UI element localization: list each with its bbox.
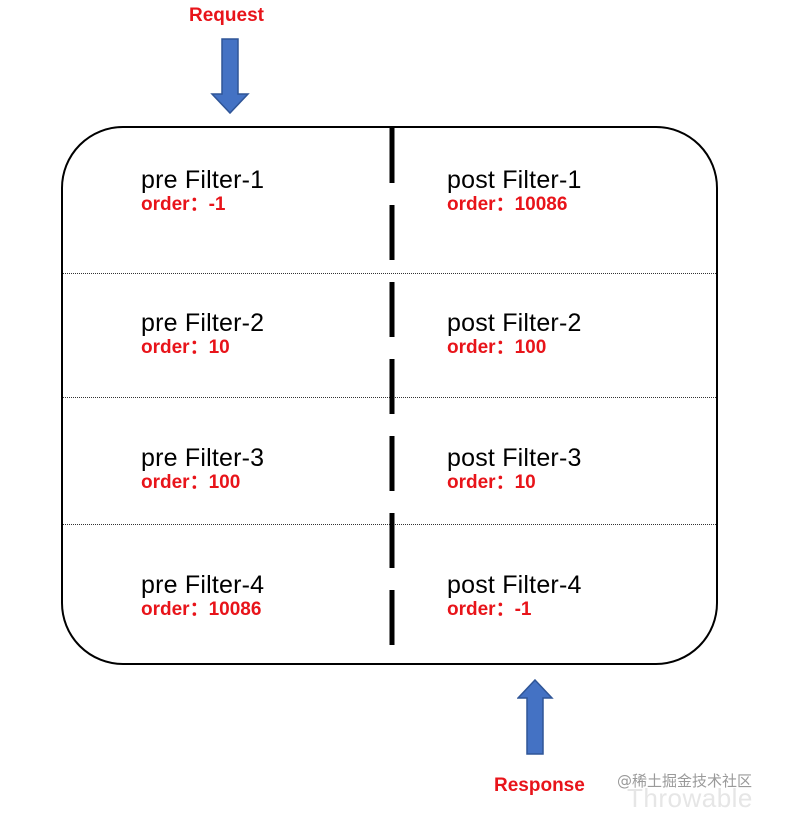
pre-filter-name: pre Filter-4 xyxy=(141,571,265,599)
post-filter-order: order：-1 xyxy=(447,599,532,620)
post-filter-4: post Filter-4 order：-1 xyxy=(447,571,582,621)
post-filter-name: post Filter-4 xyxy=(447,571,582,599)
pre-filter-order: order：10086 xyxy=(141,599,262,620)
filter-chain-box: pre Filter-1 order：-1 post Filter-1 orde… xyxy=(61,126,718,665)
post-filter-3: post Filter-3 order：10 xyxy=(447,444,582,494)
pre-filter-order: order：100 xyxy=(141,472,241,493)
pre-filter-name: pre Filter-2 xyxy=(141,309,265,337)
post-filter-order: order：10086 xyxy=(447,194,568,215)
request-label: Request xyxy=(189,5,264,26)
watermark-brand: Throwable xyxy=(627,783,753,813)
post-filter-order: order：100 xyxy=(447,337,547,358)
request-down-arrow-icon xyxy=(210,38,250,115)
pre-filter-order: order：-1 xyxy=(141,194,226,215)
post-filter-name: post Filter-3 xyxy=(447,444,582,472)
pre-filter-name: pre Filter-3 xyxy=(141,444,265,472)
post-filter-name: post Filter-2 xyxy=(447,309,582,337)
pre-filter-4: pre Filter-4 order：10086 xyxy=(141,571,264,621)
pre-filter-2: pre Filter-2 order：10 xyxy=(141,309,264,359)
post-filter-name: post Filter-1 xyxy=(447,166,582,194)
post-filter-order: order：10 xyxy=(447,472,536,493)
pre-post-divider xyxy=(389,128,395,663)
post-filter-2: post Filter-2 order：100 xyxy=(447,309,582,359)
pre-filter-name: pre Filter-1 xyxy=(141,166,265,194)
watermark-site: @稀土掘金技术社区 xyxy=(617,772,753,790)
post-filter-1: post Filter-1 order：10086 xyxy=(447,166,582,216)
response-label: Response xyxy=(494,775,585,796)
pre-filter-3: pre Filter-3 order：100 xyxy=(141,444,264,494)
row-divider xyxy=(63,273,716,274)
response-up-arrow-icon xyxy=(517,678,554,755)
pre-filter-1: pre Filter-1 order：-1 xyxy=(141,166,264,216)
pre-filter-order: order：10 xyxy=(141,337,230,358)
